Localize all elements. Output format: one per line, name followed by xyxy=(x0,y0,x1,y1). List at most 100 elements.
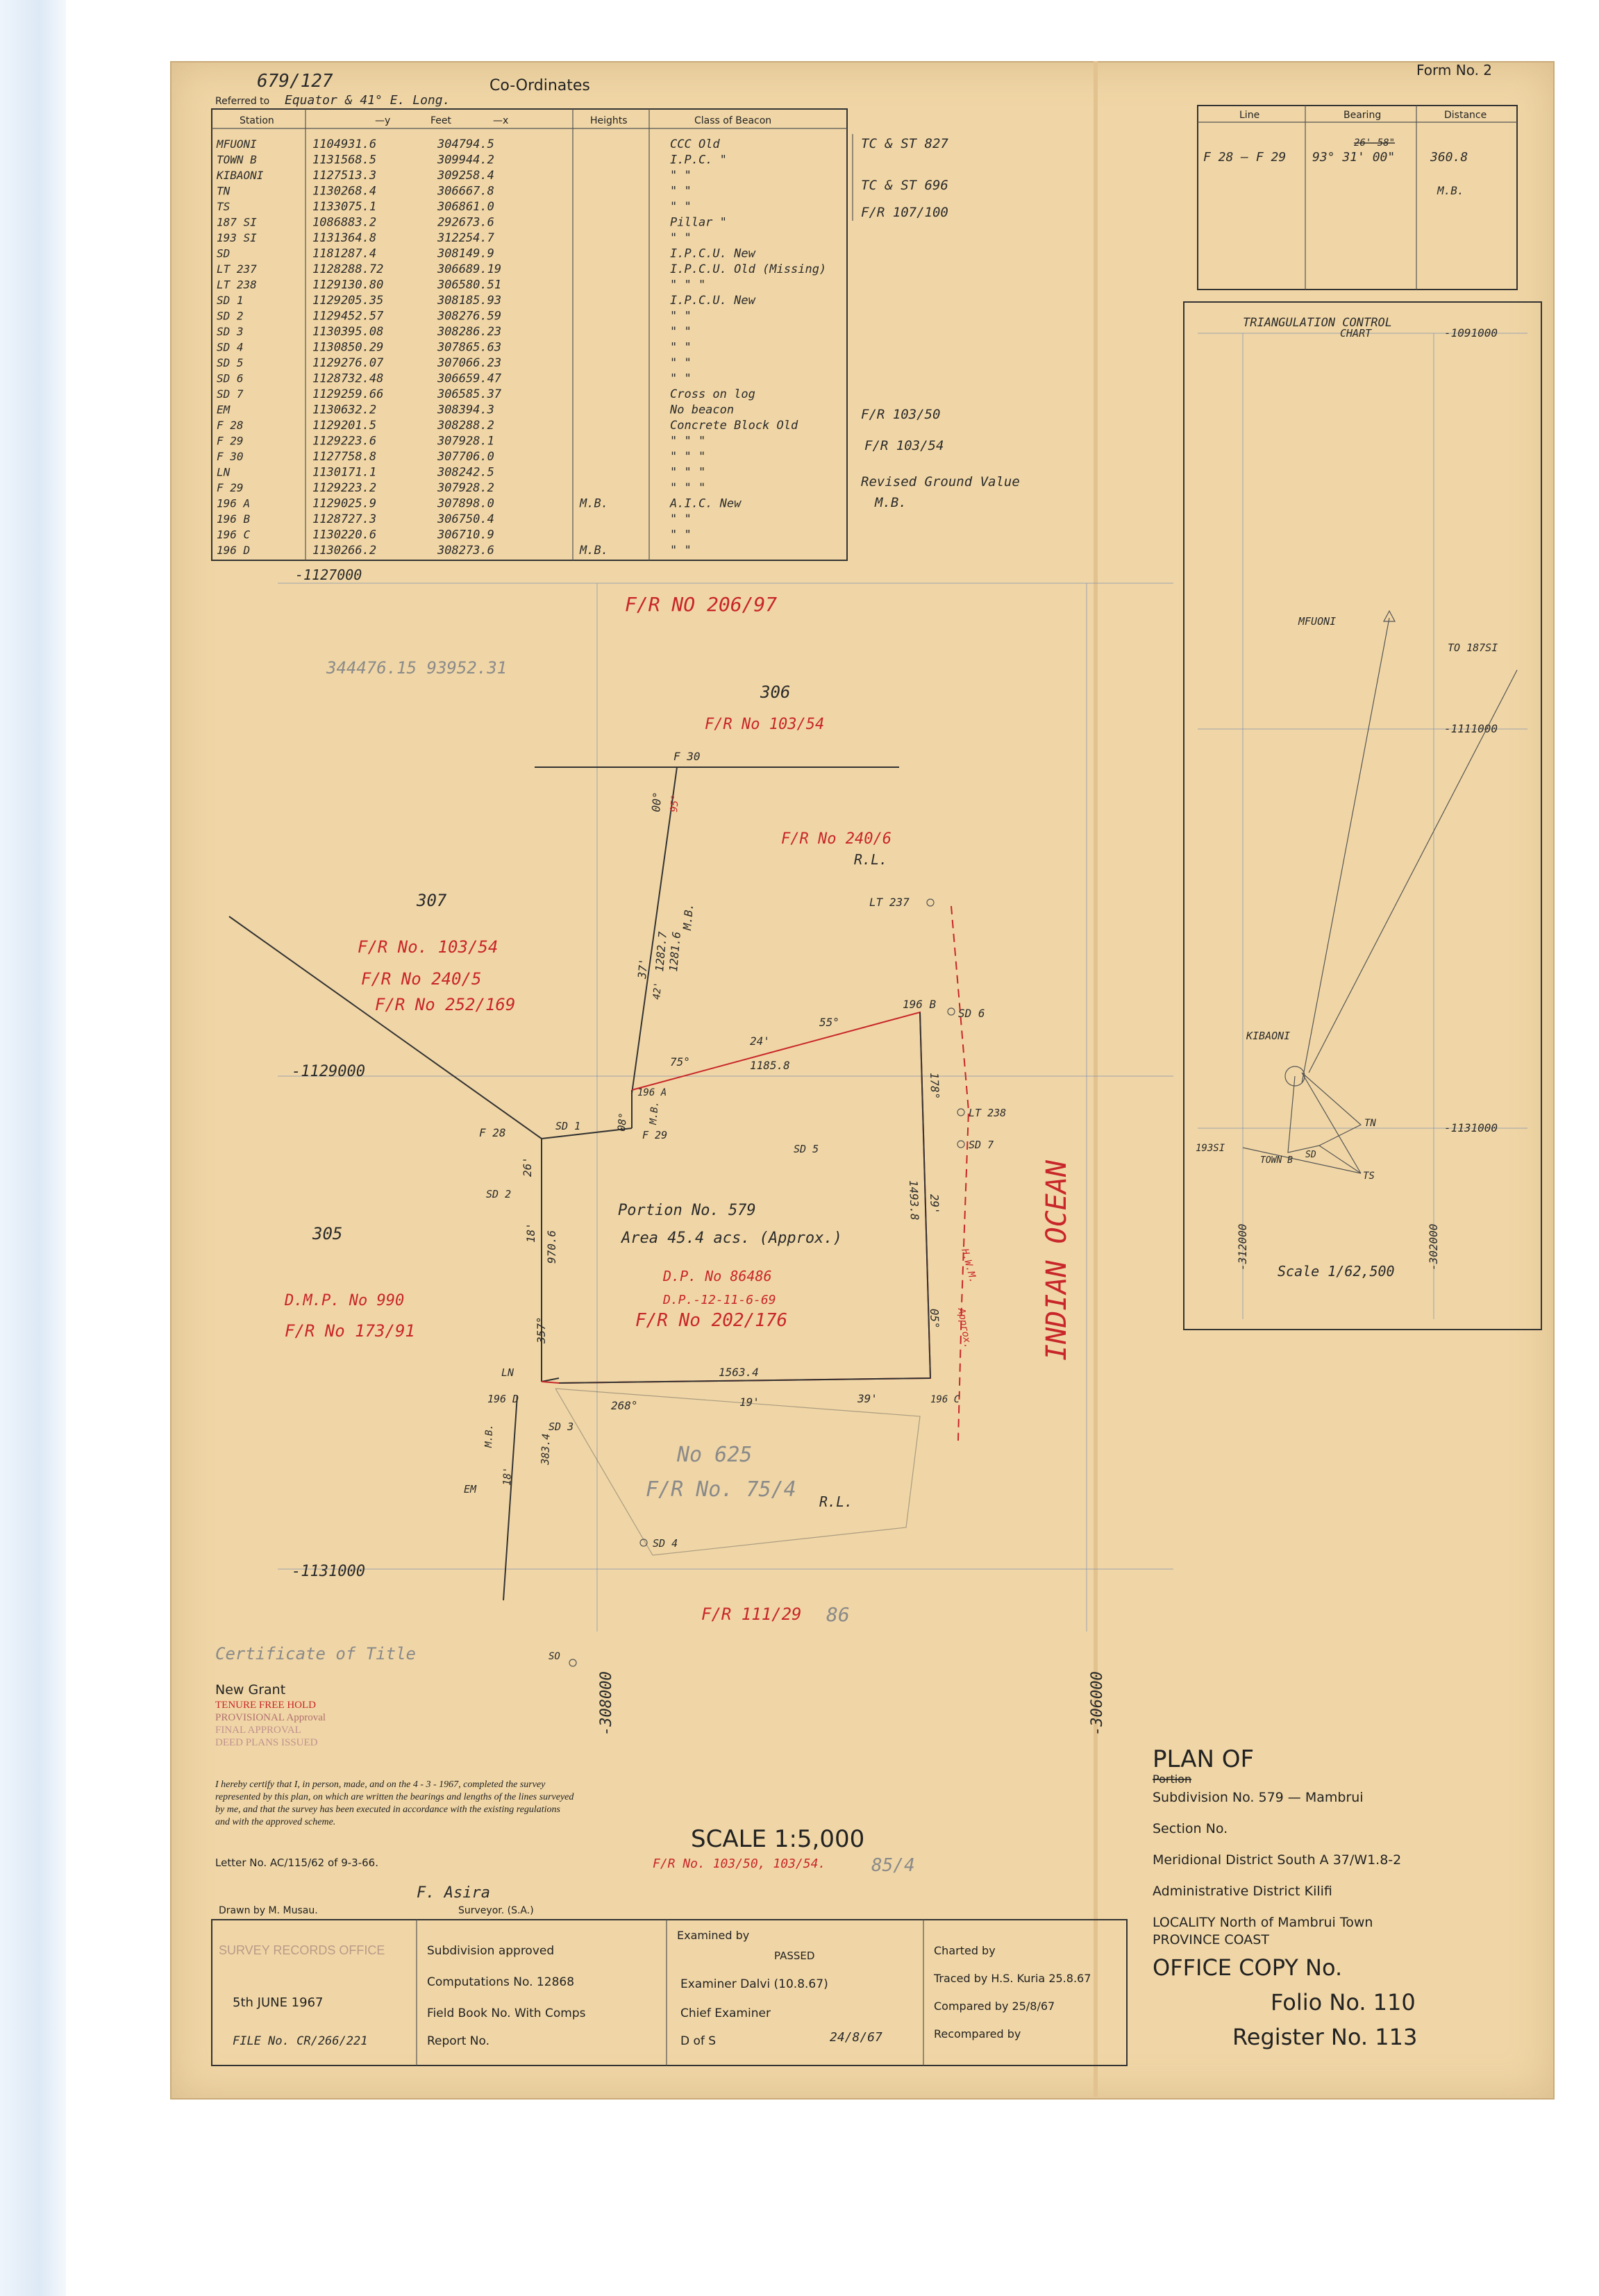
dim-95: 95° xyxy=(669,794,681,813)
table-bottom-grid-value: -1127000 xyxy=(295,567,362,583)
grid-1111000: -1111000 xyxy=(1444,722,1498,735)
coord-cell-18-1: 1129201.5 xyxy=(312,419,376,433)
dim-357: 357° xyxy=(535,1316,548,1344)
dim-42: 42' xyxy=(651,982,664,1000)
lt237-mark xyxy=(926,898,935,907)
province: PROVINCE COAST xyxy=(1153,1932,1269,1947)
scale-fr: F/R No. 103/50, 103/54. xyxy=(653,1857,826,1871)
fr-111-29: F/R 111/29 xyxy=(701,1604,802,1624)
compared-by: Compared by 25/8/67 xyxy=(934,2000,1055,2013)
surveyor-role: Surveyor. (S.A.) xyxy=(458,1905,534,1916)
coord-cell-25-0: 196 C xyxy=(217,528,251,542)
coord-cell-10-4: I.P.C.U. New xyxy=(670,294,756,308)
dim-05: 05° xyxy=(928,1308,941,1329)
coord-cell-1-4: I.P.C. " xyxy=(670,153,727,167)
label-tn: TN xyxy=(1364,1118,1376,1129)
dim-1282: 1282.7 xyxy=(653,931,669,973)
grid-1131000-left: -1131000 xyxy=(292,1563,365,1580)
coord-cell-20-0: F 30 xyxy=(217,450,244,463)
coord-cell-14-2: 307066.23 xyxy=(437,356,501,370)
dmp-990: D.M.P. No 990 xyxy=(284,1292,404,1309)
grid-302000: -302000 xyxy=(1427,1224,1440,1271)
label-town-b: TOWN B xyxy=(1260,1155,1293,1166)
surveyor-signature: F. Asira xyxy=(417,1884,490,1902)
charted-by: Charted by xyxy=(934,1944,996,1957)
dim-178: 178° xyxy=(928,1072,941,1099)
coord-cell-15-0: SD 6 xyxy=(217,372,244,385)
coord-cell-19-4: " " " xyxy=(670,435,705,449)
so-mark xyxy=(569,1659,577,1667)
coord-cell-13-1: 1130850.29 xyxy=(312,341,383,355)
coord-cell-3-2: 306667.8 xyxy=(437,185,494,199)
meridional-district: Meridional District South A 37/W1.8-2 xyxy=(1153,1852,1401,1868)
coord-cell-1-1: 1131568.5 xyxy=(312,153,376,167)
chief-examiner: Chief Examiner xyxy=(680,2006,771,2020)
red-fr-252-169: F/R No 252/169 xyxy=(375,995,515,1014)
lt238-mark xyxy=(957,1108,965,1116)
pencil-625: No 625 xyxy=(676,1443,752,1467)
plan-of-block: PLAN OF Portion Subdivision No. 579 — Ma… xyxy=(1153,1745,1417,2050)
coord-cell-4-1: 1133075.1 xyxy=(312,200,376,214)
coord-cell-8-1: 1128288.72 xyxy=(312,262,383,276)
coord-cell-10-0: SD 1 xyxy=(217,294,244,307)
dim-00: 00° xyxy=(649,791,664,812)
label-ln: LN xyxy=(501,1366,514,1379)
note-fr-103-54: F/R 103/54 xyxy=(864,438,944,453)
label-193si: 193SI xyxy=(1196,1143,1225,1154)
dim-18b: 18' xyxy=(501,1466,514,1486)
approval-table: SURVEY RECORDS OFFICE 5th JUNE 1967 FILE… xyxy=(211,1919,1128,2066)
d-of-s: D of S xyxy=(680,2034,716,2048)
certificate-pencil: Certificate of Title xyxy=(215,1644,416,1664)
dim-1281: 1281.6 xyxy=(667,931,683,972)
mfuoni-station-mark xyxy=(1383,610,1396,622)
label-sd3: SD 3 xyxy=(549,1421,574,1433)
coord-cell-17-2: 308394.3 xyxy=(437,403,494,417)
coord-cell-26-2: 308273.6 xyxy=(437,544,494,558)
stamp-tenure: TENURE FREE HOLD xyxy=(215,1700,316,1711)
coord-cell-11-4: " " xyxy=(670,310,692,324)
dim-37: 37' xyxy=(635,958,651,980)
drawn-by: Drawn by M. Musau. xyxy=(219,1905,318,1916)
coord-cell-21-4: " " " xyxy=(670,466,705,480)
coord-cell-23-2: 307898.0 xyxy=(437,497,494,511)
coord-cell-13-0: SD 4 xyxy=(217,341,244,354)
new-grant: New Grant xyxy=(215,1682,285,1698)
coord-cell-22-2: 307928.2 xyxy=(437,481,494,495)
label-196c: 196 C xyxy=(930,1394,960,1405)
label-sd: SD xyxy=(1305,1150,1316,1160)
red-fr-103-54: F/R No. 103/54 xyxy=(358,937,498,957)
indian-ocean-label: INDIAN OCEAN xyxy=(1041,1159,1073,1361)
coord-cell-5-4: Pillar " xyxy=(670,216,727,230)
dim-24: 24' xyxy=(750,1034,770,1048)
coord-cell-26-3: M.B. xyxy=(579,544,608,558)
coord-cell-18-2: 308288.2 xyxy=(437,419,494,433)
coord-cell-16-1: 1129259.66 xyxy=(312,387,383,401)
coord-cell-20-2: 307706.0 xyxy=(437,450,494,464)
kibaoni-station-mark xyxy=(1284,1066,1305,1087)
coord-cell-12-1: 1130395.08 xyxy=(312,325,383,339)
coord-cell-19-2: 307928.1 xyxy=(437,435,494,449)
footer-date: 5th JUNE 1967 xyxy=(233,1995,324,2010)
dim-268: 268° xyxy=(611,1399,638,1412)
coord-cell-20-1: 1127758.8 xyxy=(312,450,376,464)
coord-cell-26-4: " " xyxy=(670,544,692,558)
report-number: Report No. xyxy=(427,2034,489,2048)
label-f28: F 28 xyxy=(479,1126,506,1139)
coord-cell-21-2: 308242.5 xyxy=(437,466,494,480)
fr-206-97: F/R NO 206/97 xyxy=(625,593,777,616)
coord-cell-12-4: " " xyxy=(670,325,692,339)
col-class-of-beacon: Class of Beacon xyxy=(694,115,771,126)
recompared-by: Recompared by xyxy=(934,2027,1021,2041)
coord-cell-13-2: 307865.63 xyxy=(437,341,501,355)
coord-cell-12-0: SD 3 xyxy=(217,325,244,338)
referred-to-label: Referred to xyxy=(215,96,269,107)
stamp-deed-plans: DEED PLANS ISSUED xyxy=(215,1737,318,1748)
hwm-label: H.W.M. xyxy=(959,1247,979,1284)
d-of-s-date: 24/8/67 xyxy=(830,2030,882,2045)
dp-number: D.P. No 86486 xyxy=(662,1268,772,1284)
label-sd7: SD 7 xyxy=(969,1139,994,1151)
coord-cell-26-1: 1130266.2 xyxy=(312,544,376,558)
passed-stamp: PASSED xyxy=(774,1950,814,1962)
coord-cell-0-0: MFUONI xyxy=(216,137,257,151)
